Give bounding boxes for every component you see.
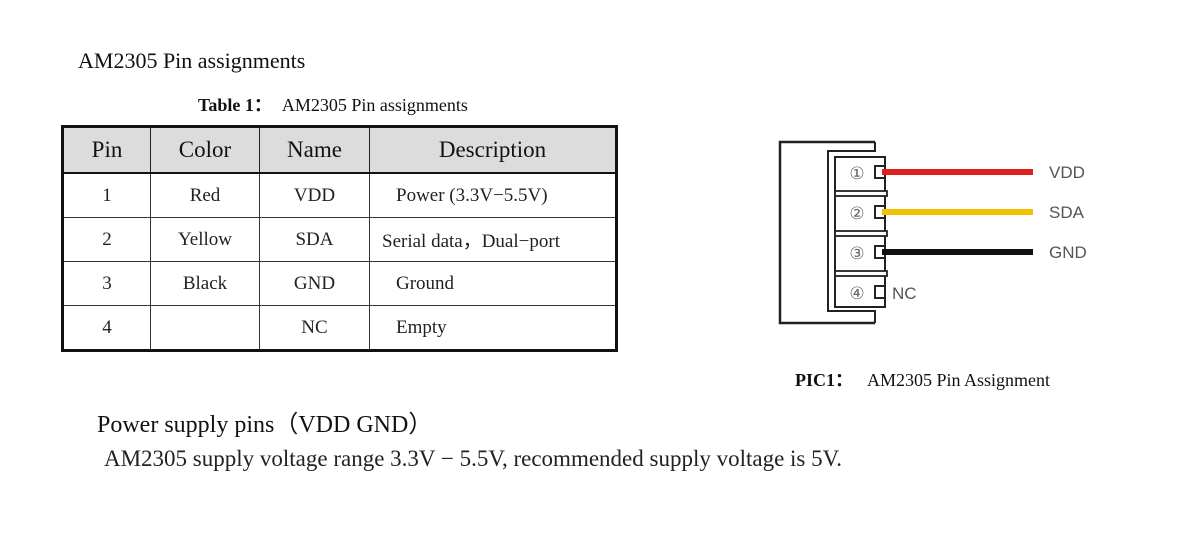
cell-pin: 1 bbox=[62, 172, 151, 218]
header-pin: Pin bbox=[62, 126, 151, 174]
figure-caption: PIC1： AM2305 Pin Assignment bbox=[795, 366, 1050, 392]
figure-caption-label: PIC1： bbox=[795, 370, 853, 390]
section-title: AM2305 Pin assignments bbox=[78, 48, 306, 73]
table-caption: Table 1： AM2305 Pin assignments bbox=[198, 91, 468, 117]
cell-name: GND bbox=[259, 261, 370, 306]
pin-number: ③ bbox=[849, 244, 864, 264]
cell-description: Serial data，Dual−port bbox=[369, 217, 617, 262]
cell-name: SDA bbox=[259, 217, 370, 262]
table-caption-text: AM2305 Pin assignments bbox=[281, 95, 468, 115]
figure-caption-text: AM2305 Pin Assignment bbox=[867, 370, 1051, 390]
header-color: Color bbox=[150, 126, 260, 174]
table-row: 2 Yellow SDA Serial data，Dual−port bbox=[62, 217, 617, 262]
connector-pin-diagram: ① ② ③ ④ VDD SDA GND NC bbox=[778, 140, 1087, 325]
pin-socket bbox=[874, 285, 886, 299]
header-name: Name bbox=[259, 126, 370, 174]
connector-housing-outline bbox=[778, 140, 875, 325]
cell-name: NC bbox=[259, 305, 370, 351]
cell-description: Power (3.3V−5.5V) bbox=[369, 172, 617, 218]
cell-description: Ground bbox=[369, 261, 617, 306]
table-row: 1 Red VDD Power (3.3V−5.5V) bbox=[62, 172, 617, 218]
pin-label-sda: SDA bbox=[1049, 203, 1085, 222]
pin-number: ① bbox=[849, 164, 864, 184]
cell-color: Yellow bbox=[150, 217, 260, 262]
header-description: Description bbox=[369, 126, 617, 174]
pin-assignment-table: Pin Color Name Description 1 Red VDD Pow… bbox=[61, 125, 618, 352]
pin-number: ② bbox=[849, 204, 864, 224]
cell-pin: 4 bbox=[62, 305, 151, 351]
cell-color bbox=[150, 305, 260, 351]
cell-pin: 3 bbox=[62, 261, 151, 306]
power-supply-description: AM2305 supply voltage range 3.3V − 5.5V,… bbox=[104, 446, 843, 471]
cell-color: Red bbox=[150, 172, 260, 218]
power-supply-heading: Power supply pins（VDD GND） bbox=[97, 412, 433, 438]
pin-label-vdd: VDD bbox=[1049, 163, 1085, 182]
cell-pin: 2 bbox=[62, 217, 151, 262]
cell-description: Empty bbox=[369, 305, 617, 351]
table-row: 3 Black GND Ground bbox=[62, 261, 617, 306]
cell-name: VDD bbox=[259, 172, 370, 218]
pin-label-gnd: GND bbox=[1049, 243, 1087, 262]
pin-divider bbox=[834, 190, 888, 197]
table-header-row: Pin Color Name Description bbox=[62, 126, 617, 174]
pin-divider bbox=[834, 230, 888, 237]
table-row: 4 NC Empty bbox=[62, 305, 617, 351]
pin-label-nc: NC bbox=[892, 284, 917, 303]
cell-color: Black bbox=[150, 261, 260, 306]
table-caption-label: Table 1： bbox=[198, 95, 272, 115]
pin-number: ④ bbox=[849, 284, 864, 304]
connector-housing-inner bbox=[827, 142, 876, 323]
pin-divider bbox=[834, 270, 888, 277]
